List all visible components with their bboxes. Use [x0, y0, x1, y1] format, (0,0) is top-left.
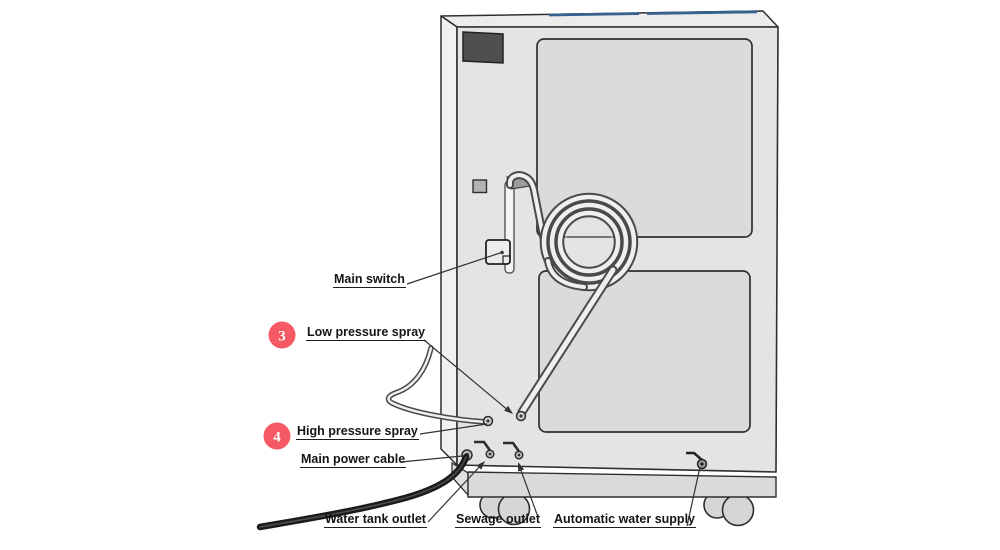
hose-drop-core [519, 267, 616, 415]
leader-low-pressure [423, 339, 510, 412]
leader-sewage [518, 464, 539, 518]
badge-3-number: 3 [278, 329, 286, 345]
spray-gun-assembly [504, 170, 552, 274]
main-power-cable-line [256, 453, 470, 531]
coiled-hose [517, 192, 639, 417]
caster-wheel-right-front [721, 493, 755, 527]
label-high-pressure-spray: High pressure spray [296, 424, 419, 441]
automatic-water-supply-port [686, 451, 708, 470]
gun-hook-tube-core [507, 172, 550, 263]
number-badges: 3 4 [263, 321, 296, 450]
vent-plate [462, 31, 504, 64]
top-accent-strip-right [646, 10, 758, 15]
label-water-tank-outlet: Water tank outlet [324, 512, 427, 529]
coil-inner-hole [565, 218, 613, 266]
leader-auto-water [686, 466, 701, 527]
label-sewage-outlet: Sewage outlet [455, 512, 542, 529]
leader-low-pressure-arrow [504, 405, 513, 414]
leader-water-tank-arrow [476, 461, 485, 470]
upper-access-panel [536, 38, 753, 238]
label-automatic-water-supply: Automatic water supply [553, 512, 696, 529]
top-accent-strip-left [548, 12, 640, 17]
small-connector-plate [472, 179, 488, 194]
label-low-pressure-spray: Low pressure spray [306, 325, 427, 342]
water-tank-outlet-port [474, 440, 495, 459]
leader-lines [400, 250, 701, 527]
hose-wrap-core [546, 259, 586, 289]
badge-3-circle [268, 321, 296, 349]
base-plinth [451, 461, 777, 498]
leader-power-cable [400, 455, 463, 463]
machine-side-face [440, 15, 458, 466]
main-switch-box [485, 239, 511, 265]
leader-main-switch-dot [500, 250, 504, 255]
leader-water-tank [427, 462, 484, 523]
leader-main-switch [406, 252, 501, 285]
sewage-outlet-port [503, 441, 524, 460]
leader-high-pressure [419, 423, 488, 435]
badge-4-number: 4 [273, 430, 281, 446]
label-main-power-cable: Main power cable [300, 452, 407, 469]
leader-sewage-arrow [518, 462, 525, 472]
switch-notch [502, 255, 510, 264]
low-pressure-hose [385, 345, 489, 425]
label-main-switch: Main switch [333, 272, 406, 289]
plinth-bar [467, 471, 777, 498]
lower-access-panel [538, 270, 751, 433]
badge-4-circle [263, 422, 291, 450]
